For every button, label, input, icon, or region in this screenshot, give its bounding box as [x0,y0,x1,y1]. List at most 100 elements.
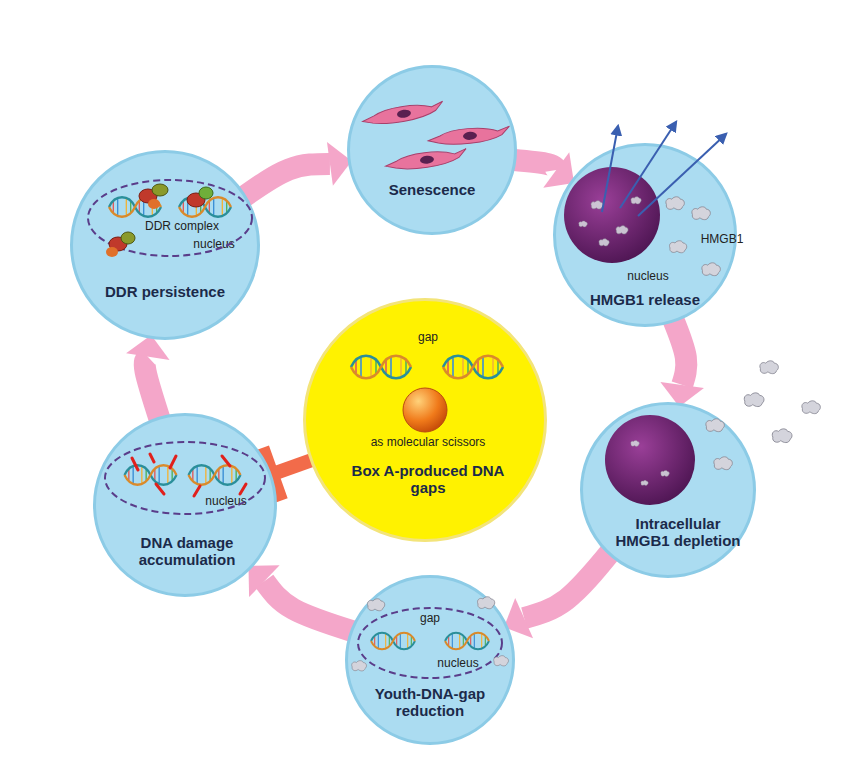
nucleus-gap [445,633,489,650]
nucleus-release [638,134,726,216]
senescent-cells [384,148,467,171]
nucleus-damage [194,486,200,496]
nucleus-release [564,122,726,276]
senescent-cells [428,126,511,147]
circle-fill [305,300,546,541]
nucleus-depleted [714,457,733,470]
arrow-body [512,160,556,170]
process-circle: gap nucleusYouth-DNA-gap reduction [345,575,515,745]
ddr-complex [109,237,127,251]
nucleus-gap [371,633,415,650]
node-label: nucleus [618,270,678,284]
central-circle: gapBox A as molecular scissorsBox A-produ… [303,298,547,542]
text-slot: nucleus [618,270,678,284]
text-slot: DDR persistence [90,283,240,300]
circle-fill [349,67,516,234]
text-slot: HMGB1 release [575,291,715,308]
ddr-complex [199,187,213,199]
text-slot: nucleus [196,495,256,509]
process-circle: nucleusDNA damage accumulation [93,413,277,597]
text-slot: nucleus [428,657,488,671]
nucleus-release [620,122,676,208]
process-circle: Intracellular HMGB1 depletion [580,402,756,578]
arrow-head [248,565,279,597]
nucleus-damage [125,465,177,485]
circle-fill [95,415,276,596]
process-circle: HMGB1nucleusHMGB1 release [553,143,737,327]
nucleus-depleted [605,361,820,505]
nucleus-ddr [88,180,252,257]
nucleus-release [666,197,685,210]
nucleus-depleted [744,393,764,407]
ddr-complex [187,193,205,207]
ddr-complex [148,199,160,209]
nucleus-damage [132,454,246,496]
nucleus-gap [358,608,502,678]
arrow-body [264,581,354,631]
text-slot: DDR complex [137,220,227,234]
circle-outline [345,575,515,745]
ddr-complex [121,232,135,244]
node-label: nucleus [428,657,488,671]
nucleus-ddr [88,180,252,256]
cycle-arrow [512,152,574,188]
box-a-scissors [351,356,503,432]
cycle-arrow [248,565,354,631]
node-label: as molecular scissors [348,436,508,450]
cycle-arrow [660,318,704,406]
ddr-complex [106,184,213,257]
ddr-complex [152,184,168,196]
nucleus-damage [222,456,230,466]
senescent-cells [361,101,444,127]
text-slot: gap [408,331,448,345]
node-title: DNA damage accumulation [117,534,257,569]
nucleus-release [702,263,721,276]
cycle-arrow [126,335,169,421]
nucleus-depleted [641,480,648,485]
text-slot: Intracellular HMGB1 depletion [608,515,748,550]
nucleus-release [564,167,660,263]
node-title: Intracellular HMGB1 depletion [608,515,748,550]
nucleus-damage [170,456,176,468]
node-label: gap [408,331,448,345]
arrow-head [543,152,574,188]
node-label: gap [410,612,450,626]
nucleus-release [591,201,603,209]
nucleus-ddr [109,197,161,217]
nucleus-depleted [772,429,792,443]
nucleus-gap [367,599,384,611]
nucleus-depleted [605,415,695,505]
nucleus-depleted [802,401,821,414]
circle-fill [72,152,259,339]
arrow-body [524,552,611,619]
text-slot: Box A [405,404,445,416]
nucleus-ddr [179,197,231,217]
circle-outline [347,65,517,235]
nucleus-gap [477,597,494,609]
nucleus-release [631,197,641,204]
text-slot: gap [410,612,450,626]
node-title: Senescence [367,181,497,198]
text-slot: Box A-produced DNA gaps [343,462,513,497]
senescent-cells [361,101,510,172]
cycle-arrow [243,142,352,198]
node-label: DDR complex [137,220,227,234]
nucleus-depleted [760,361,779,374]
nucleus-release [692,207,711,220]
node-label: Box A [405,404,445,416]
nucleus-release [599,239,609,246]
nucleus-damage [105,442,265,514]
node-title: Youth-DNA-gap reduction [360,685,500,720]
nucleus-damage [156,484,164,494]
senescent-cells [428,126,511,147]
node-title: HMGB1 release [575,291,715,308]
nucleus-damage [132,458,138,470]
nucleus-damage [150,454,154,462]
nucleus-gap [494,656,509,666]
text-slot: Youth-DNA-gap reduction [360,685,500,720]
senescent-cells [420,155,435,164]
circle-outline [580,402,756,578]
nucleus-gap [352,661,367,671]
